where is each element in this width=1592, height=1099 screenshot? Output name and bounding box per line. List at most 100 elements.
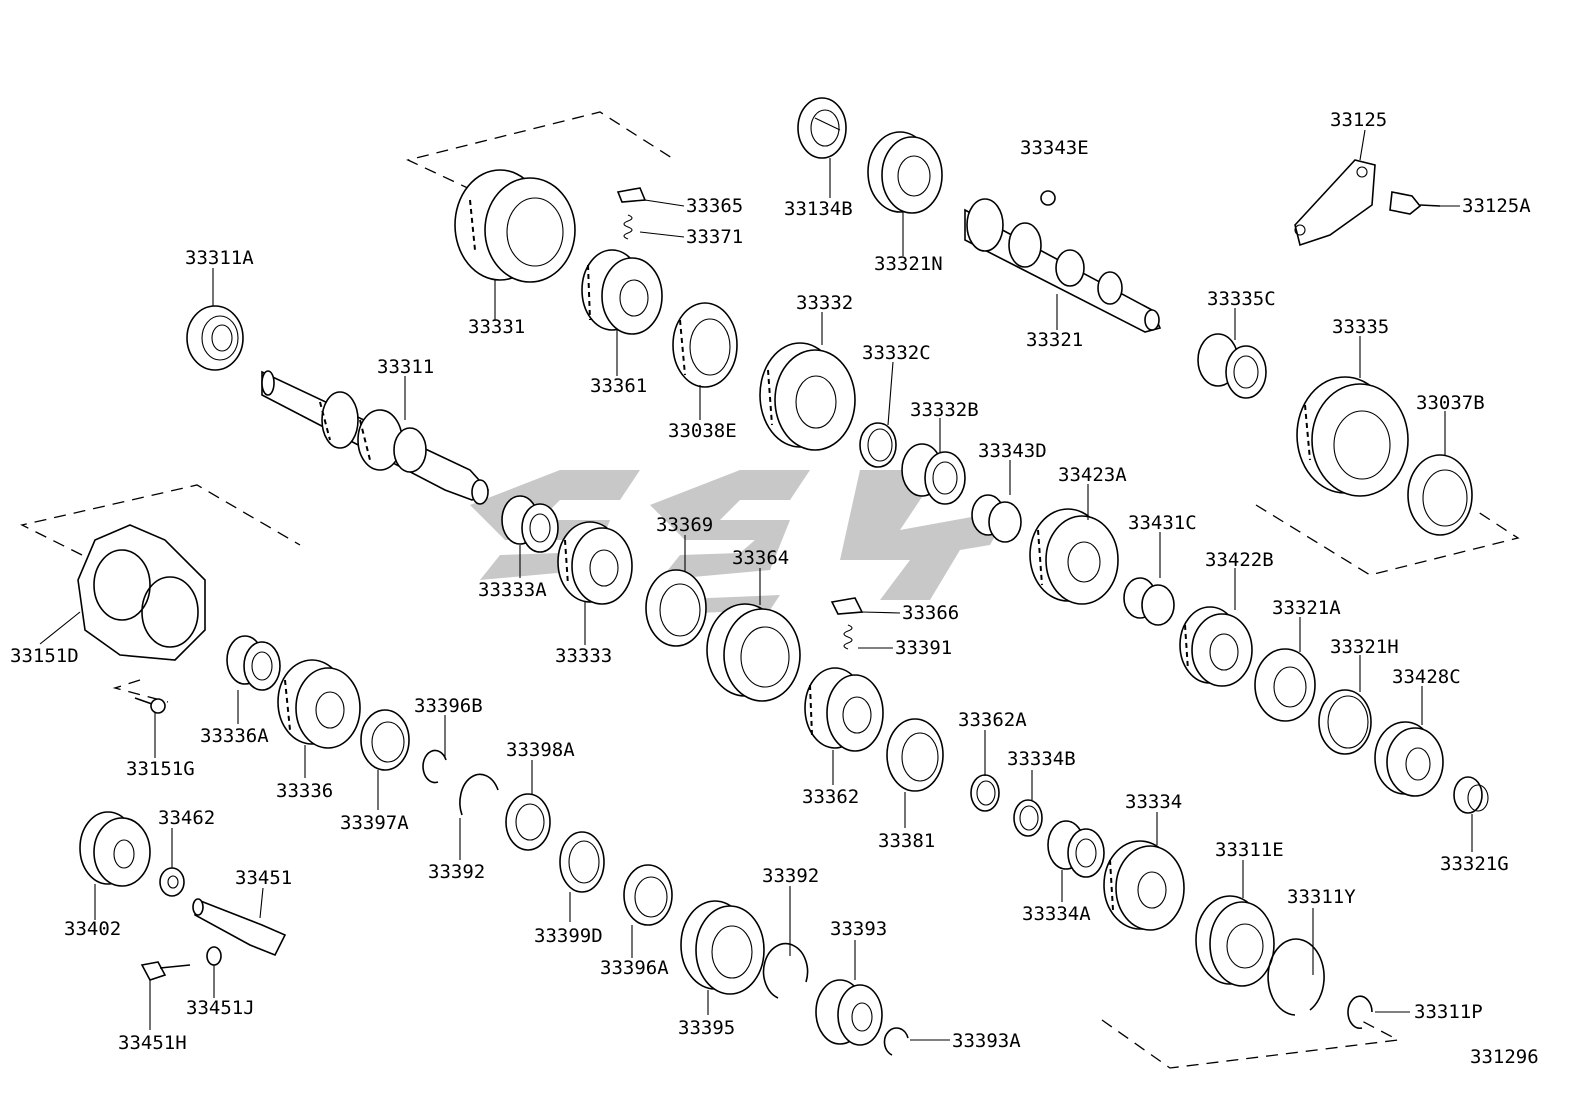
synchro-ring-33396A [623,864,673,926]
label-33369: 33369 [656,514,713,536]
gear-33336 [277,659,361,749]
label-33311Y: 33311Y [1287,886,1356,908]
spring-33391 [843,624,853,650]
needle-bearing-33335C [1197,333,1267,399]
hub-33393 [815,979,883,1046]
snap-ring-33311Y [1267,938,1325,1016]
bearing-33311A [186,305,244,371]
diagram-id: 331296 [1470,1046,1539,1068]
label-33321: 33321 [1026,329,1083,351]
label-33151G: 33151G [126,758,195,780]
needle-bearing-33336A [226,635,281,691]
label-33431C: 33431C [1128,512,1197,534]
label-33451: 33451 [235,867,292,889]
label-33311A: 33311A [185,247,254,269]
sleeve-33364 [706,603,801,702]
label-33038E: 33038E [668,420,737,442]
label-33125: 33125 [1330,109,1387,131]
synchro-ring-33038E [672,302,738,388]
label-33371: 33371 [686,226,743,248]
leader-lines [39,129,1473,1041]
label-33332B: 33332B [910,399,979,421]
label-33428C: 33428C [1392,666,1461,688]
snap-ring-33392-b [762,942,809,999]
label-33331: 33331 [468,316,525,338]
label-33365: 33365 [686,195,743,217]
label-33321H: 33321H [1330,636,1399,658]
label-33334: 33334 [1125,791,1182,813]
collar-33431C [1123,577,1175,626]
label-33321G: 33321G [1440,853,1509,875]
label-33451J: 33451J [186,997,255,1019]
hub-33361 [581,249,663,335]
label-33364: 33364 [732,547,789,569]
label-33134B: 33134B [784,198,853,220]
label-33396A: 33396A [600,957,669,979]
key-33365 [616,187,647,203]
label-33336: 33336 [276,780,333,802]
bracket-33125 [1294,159,1376,247]
gear-33332 [759,342,856,451]
seal-33134B [797,97,847,159]
label-33393A: 33393A [952,1030,1021,1052]
shaft-33321 [964,198,1162,333]
bearing-33321N [867,131,943,214]
gear-33402 [79,811,151,887]
shaft-33451 [192,898,287,957]
synchro-ring-33037B [1407,454,1473,536]
label-33311E: 33311E [1215,839,1284,861]
gear-33423A [1029,508,1119,605]
label-33423A: 33423A [1058,464,1127,486]
label-33333A: 33333A [478,579,547,601]
label-33399D: 33399D [534,925,603,947]
gear-33428C [1374,721,1444,797]
washer-33462 [159,867,185,897]
synchro-ring-33397A [360,709,410,771]
bolt-33125A [1389,191,1441,215]
nut-33321G [1453,776,1489,814]
label-33321N: 33321N [874,253,943,275]
label-33332: 33332 [796,292,853,314]
label-33361: 33361 [590,375,647,397]
label-33395: 33395 [678,1017,735,1039]
label-33396B: 33396B [414,695,483,717]
snap-ring-33392-a [459,773,499,816]
bolt-33451H [140,961,191,981]
screw-33151G [134,697,166,714]
bearing-33321A [1254,648,1316,722]
needle-bearing-33333A [501,495,559,553]
clip-33396B [422,749,447,784]
label-33422B: 33422B [1205,549,1274,571]
label-33334A: 33334A [1022,903,1091,925]
ring-33332C [859,422,897,468]
collar-33343D [971,494,1022,543]
shaft-33311 [261,370,490,505]
gear-33334 [1103,840,1185,931]
ring-33398A [505,793,551,851]
label-33392-a: 33392 [428,861,485,883]
label-33393: 33393 [830,918,887,940]
needle-bearing-33332B [901,443,966,505]
label-33336A: 33336A [200,725,269,747]
synchro-ring-33381 [886,718,944,792]
label-33391: 33391 [895,637,952,659]
label-33125A: 33125A [1462,195,1531,217]
bearing-33311E [1195,895,1275,987]
label-33151D: 33151D [10,645,79,667]
clip-33393A [883,1027,909,1056]
label-33362A: 33362A [958,709,1027,731]
ball-33343E [1040,190,1056,206]
label-33397A: 33397A [340,812,409,834]
label-33333: 33333 [555,645,612,667]
ring-33334B [1013,799,1043,837]
label-33311: 33311 [377,356,434,378]
label-33366: 33366 [902,602,959,624]
label-33311P: 33311P [1414,1001,1483,1023]
label-33335C: 33335C [1207,288,1276,310]
label-33392-b: 33392 [762,865,819,887]
washer-33451J [206,946,222,966]
ring-33399D [559,831,605,893]
label-33037B: 33037B [1416,392,1485,414]
label-33398A: 33398A [506,739,575,761]
